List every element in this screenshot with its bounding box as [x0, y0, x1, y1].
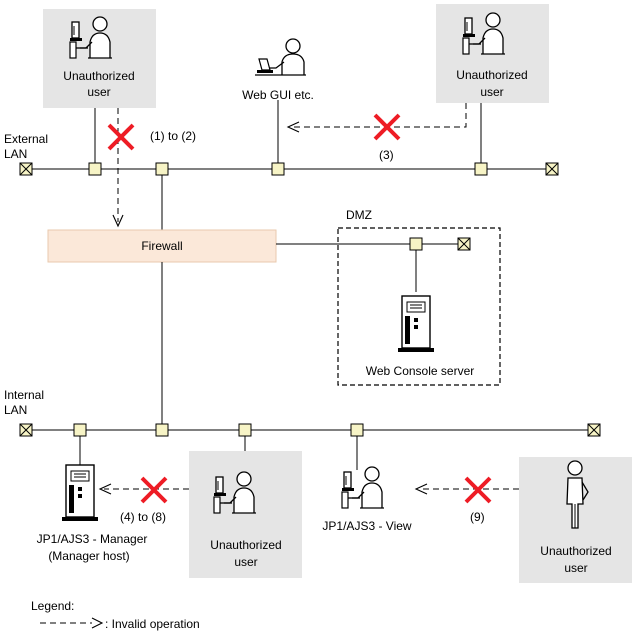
unauthorized-user-label-top-left-2: user [87, 85, 110, 99]
lan-node-icon [271, 162, 285, 176]
manager-server-icon [61, 464, 99, 522]
step-4-8-label: (4) to (8) [120, 510, 166, 524]
view-label: JP1/AJS3 - View [322, 519, 411, 533]
arrowhead-icon [112, 214, 124, 228]
lan-node-icon [88, 162, 102, 176]
lan-node-icon [409, 237, 423, 251]
lan-node-icon [238, 423, 252, 437]
firewall [47, 229, 277, 263]
dmz-label: DMZ [346, 208, 372, 222]
external-lan-label: External [4, 132, 48, 146]
lan-terminator-icon [457, 237, 471, 251]
web-console-label: Web Console server [366, 364, 475, 378]
web-gui-user-icon [255, 38, 306, 76]
lan-node-icon [350, 423, 364, 437]
lan-terminator-icon [545, 162, 559, 176]
legend-invalid-operation: : Invalid operation [105, 617, 200, 631]
step-9-label: (9) [470, 510, 485, 524]
web-console-server-icon [397, 295, 435, 353]
invalid-cross-icon [464, 476, 492, 504]
unauthorized-user-label-bottom-right-2: user [564, 561, 587, 575]
legend-title: Legend: [31, 599, 74, 613]
lan-terminator-icon [587, 423, 601, 437]
arrowhead-icon [286, 121, 300, 133]
lan-node-icon [73, 423, 87, 437]
lan-terminator-icon [19, 162, 33, 176]
invalid-cross-icon [140, 476, 168, 504]
view-user-icon [341, 466, 385, 509]
dmz-zone [337, 227, 501, 386]
arrowhead-icon [91, 617, 104, 629]
invalid-arrow-3 [292, 103, 467, 128]
step-3-label: (3) [379, 148, 394, 162]
manager-label: JP1/AJS3 - Manager [37, 532, 148, 546]
unauthorized-user-label-bottom-right: Unauthorized [540, 544, 611, 558]
unauthorized-user-label-top-left: Unauthorized [63, 69, 134, 83]
lan-node-icon [155, 162, 169, 176]
lan-terminator-icon [19, 423, 33, 437]
arrowhead-icon [98, 483, 112, 495]
unauthorized-user-label-bottom-mid-2: user [234, 555, 257, 569]
arrowhead-icon [414, 483, 428, 495]
external-lan-label-2: LAN [4, 147, 27, 161]
lan-node-icon [474, 162, 488, 176]
unauthorized-user-label-top-right: Unauthorized [456, 68, 527, 82]
internal-lan-label: Internal [4, 388, 44, 402]
unauthorized-user-label-top-right-2: user [480, 85, 503, 99]
unauthorized-user-label-bottom-mid: Unauthorized [210, 538, 281, 552]
step-1-2-label: (1) to (2) [150, 129, 196, 143]
firewall-label: Firewall [141, 239, 182, 253]
internal-lan-label-2: LAN [4, 403, 27, 417]
lan-node-icon [155, 423, 169, 437]
manager-label-2: (Manager host) [48, 549, 129, 563]
web-gui-label: Web GUI etc. [242, 88, 314, 102]
invalid-cross-icon [107, 123, 135, 151]
